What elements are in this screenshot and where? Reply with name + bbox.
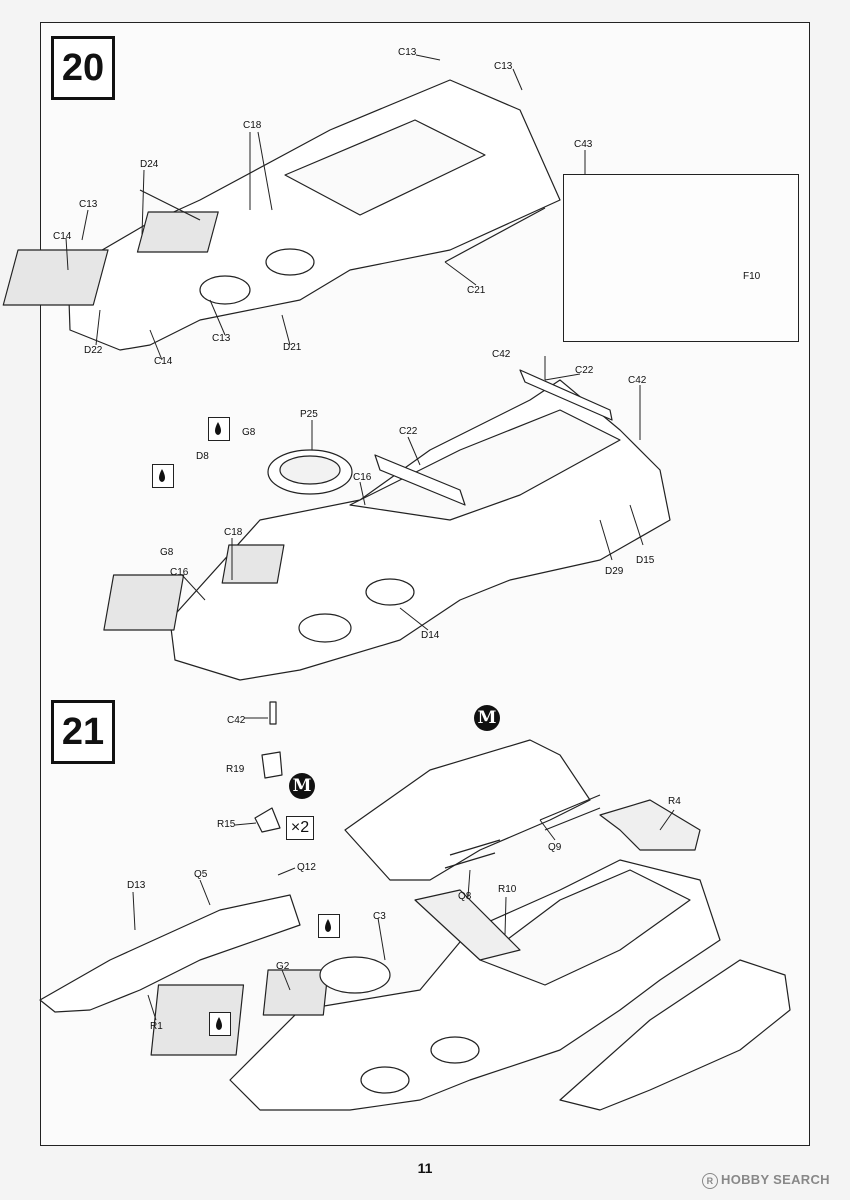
part-label-d8: D8 xyxy=(196,451,209,462)
registered-icon: R xyxy=(702,1172,718,1189)
part-label-q12: Q12 xyxy=(297,862,316,873)
detail-inset xyxy=(563,174,799,342)
part-label-c42: C42 xyxy=(227,715,246,726)
side-plate-left xyxy=(39,894,301,1013)
part-label-g8: G8 xyxy=(160,547,174,558)
part-label-f10: F10 xyxy=(743,271,761,282)
glue-icon xyxy=(209,1012,231,1036)
part-label-c21: C21 xyxy=(467,285,486,296)
metal-part-mark: M xyxy=(289,773,315,799)
watermark-text: HOBBY SEARCH xyxy=(721,1172,830,1187)
part-label-r15: R15 xyxy=(217,819,236,830)
part-label-c22: C22 xyxy=(399,426,418,437)
part-label-c18: C18 xyxy=(224,527,243,538)
glue-icon xyxy=(152,464,174,488)
part-label-c13: C13 xyxy=(79,199,98,210)
part-label-g8: G8 xyxy=(242,427,256,438)
part-label-p25: P25 xyxy=(300,409,318,420)
part-label-r19: R19 xyxy=(226,764,245,775)
part-label-d13: D13 xyxy=(127,880,146,891)
part-label-d24: D24 xyxy=(140,159,159,170)
part-label-d21: D21 xyxy=(283,342,302,353)
part-label-c42: C42 xyxy=(492,349,511,360)
part-label-d15: D15 xyxy=(636,555,655,566)
side-plate-right-top xyxy=(344,739,591,881)
part-label-c22: C22 xyxy=(575,365,594,376)
part-label-q5: Q5 xyxy=(194,869,208,880)
part-label-c16: C16 xyxy=(353,472,372,483)
part-label-d22: D22 xyxy=(84,345,103,356)
part-label-c43: C43 xyxy=(574,139,593,150)
quantity-multiplier: ×2 xyxy=(286,816,314,840)
hull-lower-20 xyxy=(169,379,671,681)
part-label-d14: D14 xyxy=(421,630,440,641)
part-label-q8: Q8 xyxy=(458,891,472,902)
side-skirt-right xyxy=(559,959,791,1111)
part-label-c13: C13 xyxy=(494,61,513,72)
part-label-c3: C3 xyxy=(373,911,386,922)
part-label-c13: C13 xyxy=(398,47,417,58)
part-label-q9: Q9 xyxy=(548,842,562,853)
part-label-r1: R1 xyxy=(150,1021,163,1032)
page-number: 11 xyxy=(417,1160,433,1176)
part-label-r4: R4 xyxy=(668,796,681,807)
part-label-c14: C14 xyxy=(53,231,72,242)
part-label-c18: C18 xyxy=(243,120,262,131)
hull-upper-20 xyxy=(67,79,561,351)
part-label-r10: R10 xyxy=(498,884,517,895)
glue-icon xyxy=(318,914,340,938)
glue-icon xyxy=(208,417,230,441)
part-label-d29: D29 xyxy=(605,566,624,577)
part-label-c16: C16 xyxy=(170,567,189,578)
part-label-c13: C13 xyxy=(212,333,231,344)
part-label-c14: C14 xyxy=(154,356,173,367)
part-label-c42: C42 xyxy=(628,375,647,386)
part-label-g2: G2 xyxy=(276,961,290,972)
step-21-number: 21 xyxy=(51,700,115,764)
metal-part-mark: M xyxy=(474,705,500,731)
step-20-number: 20 xyxy=(51,36,115,100)
